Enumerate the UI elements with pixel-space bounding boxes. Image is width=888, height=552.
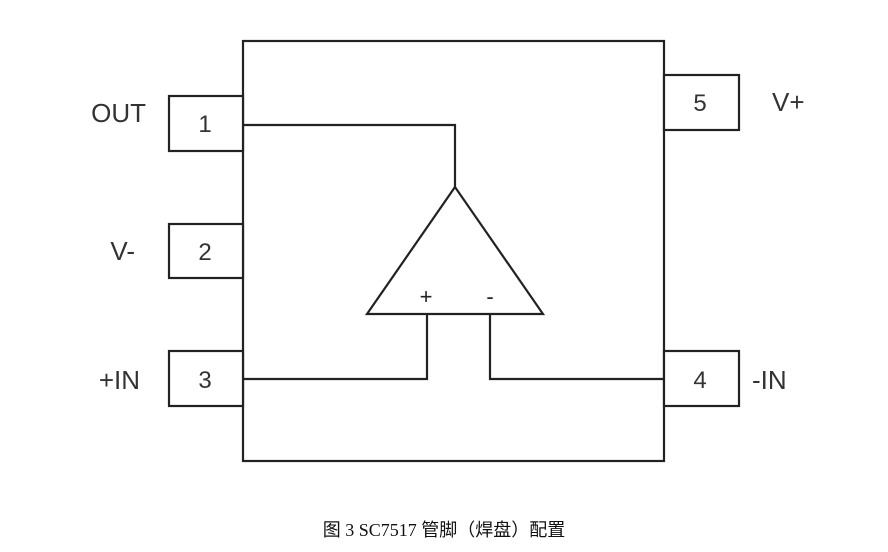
- pin-1-name: OUT: [91, 98, 146, 128]
- opamp-plus-sign: +: [420, 284, 433, 309]
- pin-5: 5 V+: [662, 73, 805, 132]
- pin-4-name: -IN: [752, 365, 787, 395]
- pin-4: 4 -IN: [662, 349, 787, 408]
- pin-2-number: 2: [198, 239, 211, 266]
- pin-2-pad: [167, 222, 245, 280]
- pin-4-pad: [662, 349, 741, 408]
- pin-1: 1 OUT: [91, 94, 245, 153]
- pin-configuration-diagram: + - 1 OUT 2 V- 3 +IN 4 -IN 5 V+: [91, 39, 805, 463]
- opamp-symbol: [364, 185, 546, 316]
- wire-out: [243, 123, 457, 190]
- pin-5-name: V+: [772, 87, 805, 117]
- pin-5-number: 5: [693, 90, 706, 117]
- pin-1-pad: [167, 94, 245, 153]
- pin-3-number: 3: [198, 367, 211, 394]
- wire-minus-in: [488, 314, 664, 381]
- pin-4-number: 4: [693, 367, 706, 394]
- pin-5-pad: [662, 73, 741, 132]
- pin-2-name: V-: [110, 236, 135, 266]
- pin-3-name: +IN: [99, 365, 140, 395]
- opamp-minus-sign: -: [486, 284, 493, 309]
- pin-3: 3 +IN: [99, 349, 245, 408]
- pin-1-number: 1: [198, 111, 211, 138]
- figure-caption: 图 3 SC7517 管脚（焊盘）配置: [322, 520, 566, 540]
- pin-2: 2 V-: [110, 222, 245, 280]
- wire-plus-in: [243, 314, 429, 381]
- pin-3-pad: [167, 349, 245, 408]
